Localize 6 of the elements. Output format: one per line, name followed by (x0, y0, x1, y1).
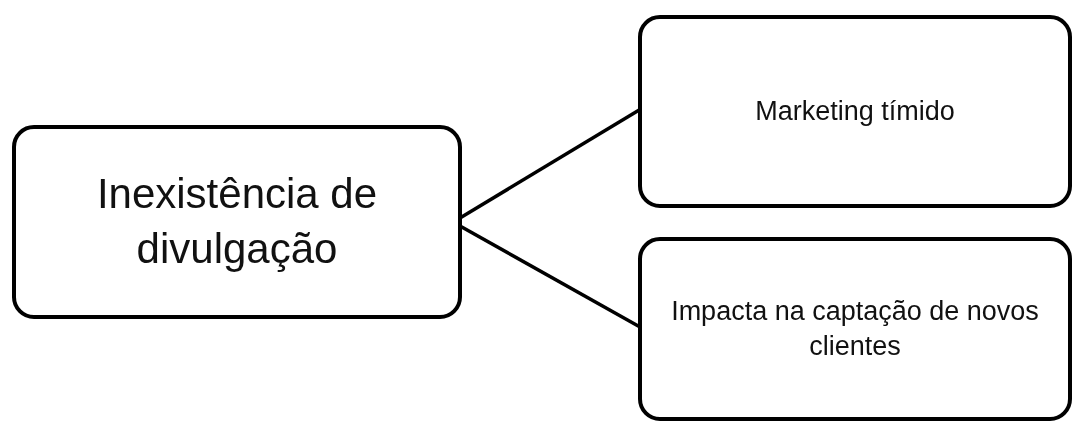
box-text: Marketing tímido (755, 94, 955, 128)
rounded-box (12, 125, 462, 319)
box-text: Impacta na captação de novos clientes (670, 294, 1040, 363)
rounded-box (638, 15, 1072, 208)
rounded-box (638, 237, 1072, 421)
box-text: Inexistência de divulgação (95, 169, 379, 274)
